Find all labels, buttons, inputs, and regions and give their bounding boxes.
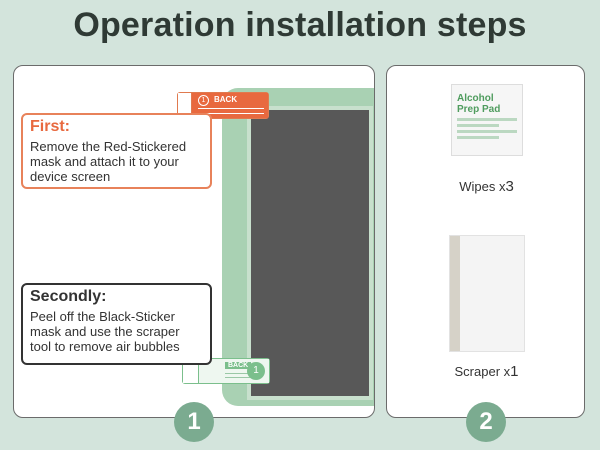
sticker-hand-icon bbox=[183, 359, 199, 383]
scraper-qty: 1 bbox=[510, 363, 519, 380]
wipe-fine-print bbox=[457, 136, 499, 139]
wipe-fine-print bbox=[457, 124, 499, 127]
second-step-text: Peel off the Black-Sticker mask and use … bbox=[30, 309, 180, 354]
second-step-callout: Secondly: Peel off the Black-Sticker mas… bbox=[21, 283, 212, 365]
step-2-badge: 2 bbox=[466, 402, 506, 442]
wipe-pack-title-1: Alcohol bbox=[457, 93, 494, 104]
wipe-fine-print bbox=[457, 118, 517, 121]
sticker-fine-print bbox=[225, 373, 259, 378]
sticker-number: 1 bbox=[198, 95, 209, 106]
wipe-pack-title-2: Prep Pad bbox=[457, 104, 501, 115]
scraper-qty-prefix: x bbox=[503, 364, 511, 379]
wipes-qty-prefix: x bbox=[498, 179, 506, 194]
scraper-name: Scraper bbox=[454, 364, 501, 379]
scraper-edge bbox=[450, 236, 460, 351]
scraper-card bbox=[449, 235, 525, 352]
sticker-fine-print bbox=[198, 108, 264, 114]
alcohol-wipe-pack: Alcohol Prep Pad bbox=[451, 84, 523, 156]
sticker-number: 1 bbox=[247, 362, 265, 380]
first-step-heading: First: bbox=[30, 118, 70, 135]
page-title: Operation installation steps bbox=[73, 6, 527, 44]
scraper-label: Scraper x1 bbox=[387, 363, 584, 380]
step-1-badge: 1 bbox=[174, 402, 214, 442]
second-step-heading: Secondly: bbox=[30, 288, 107, 305]
wipe-fine-print bbox=[457, 130, 517, 133]
sticker-back-label: BACK bbox=[214, 95, 238, 104]
first-step-callout: First: Remove the Red-Stickered mask and… bbox=[21, 113, 212, 189]
wipes-label: Wipes x3 bbox=[387, 178, 584, 195]
accessories-panel: Alcohol Prep Pad Wipes x3 Scraper x1 bbox=[386, 65, 585, 418]
first-step-text: Remove the Red-Stickered mask and attach… bbox=[30, 139, 187, 184]
wipes-qty: 3 bbox=[505, 178, 514, 195]
sticker-back-label: BACK bbox=[225, 362, 252, 369]
device-screen bbox=[247, 106, 373, 400]
sticker-hand-icon bbox=[178, 93, 192, 118]
black-sticker-tab: BACK 1 bbox=[182, 358, 270, 384]
wipes-name: Wipes bbox=[459, 179, 496, 194]
step-one-panel: 1 BACK BACK 1 First: Remove the Red-Stic… bbox=[13, 65, 375, 418]
